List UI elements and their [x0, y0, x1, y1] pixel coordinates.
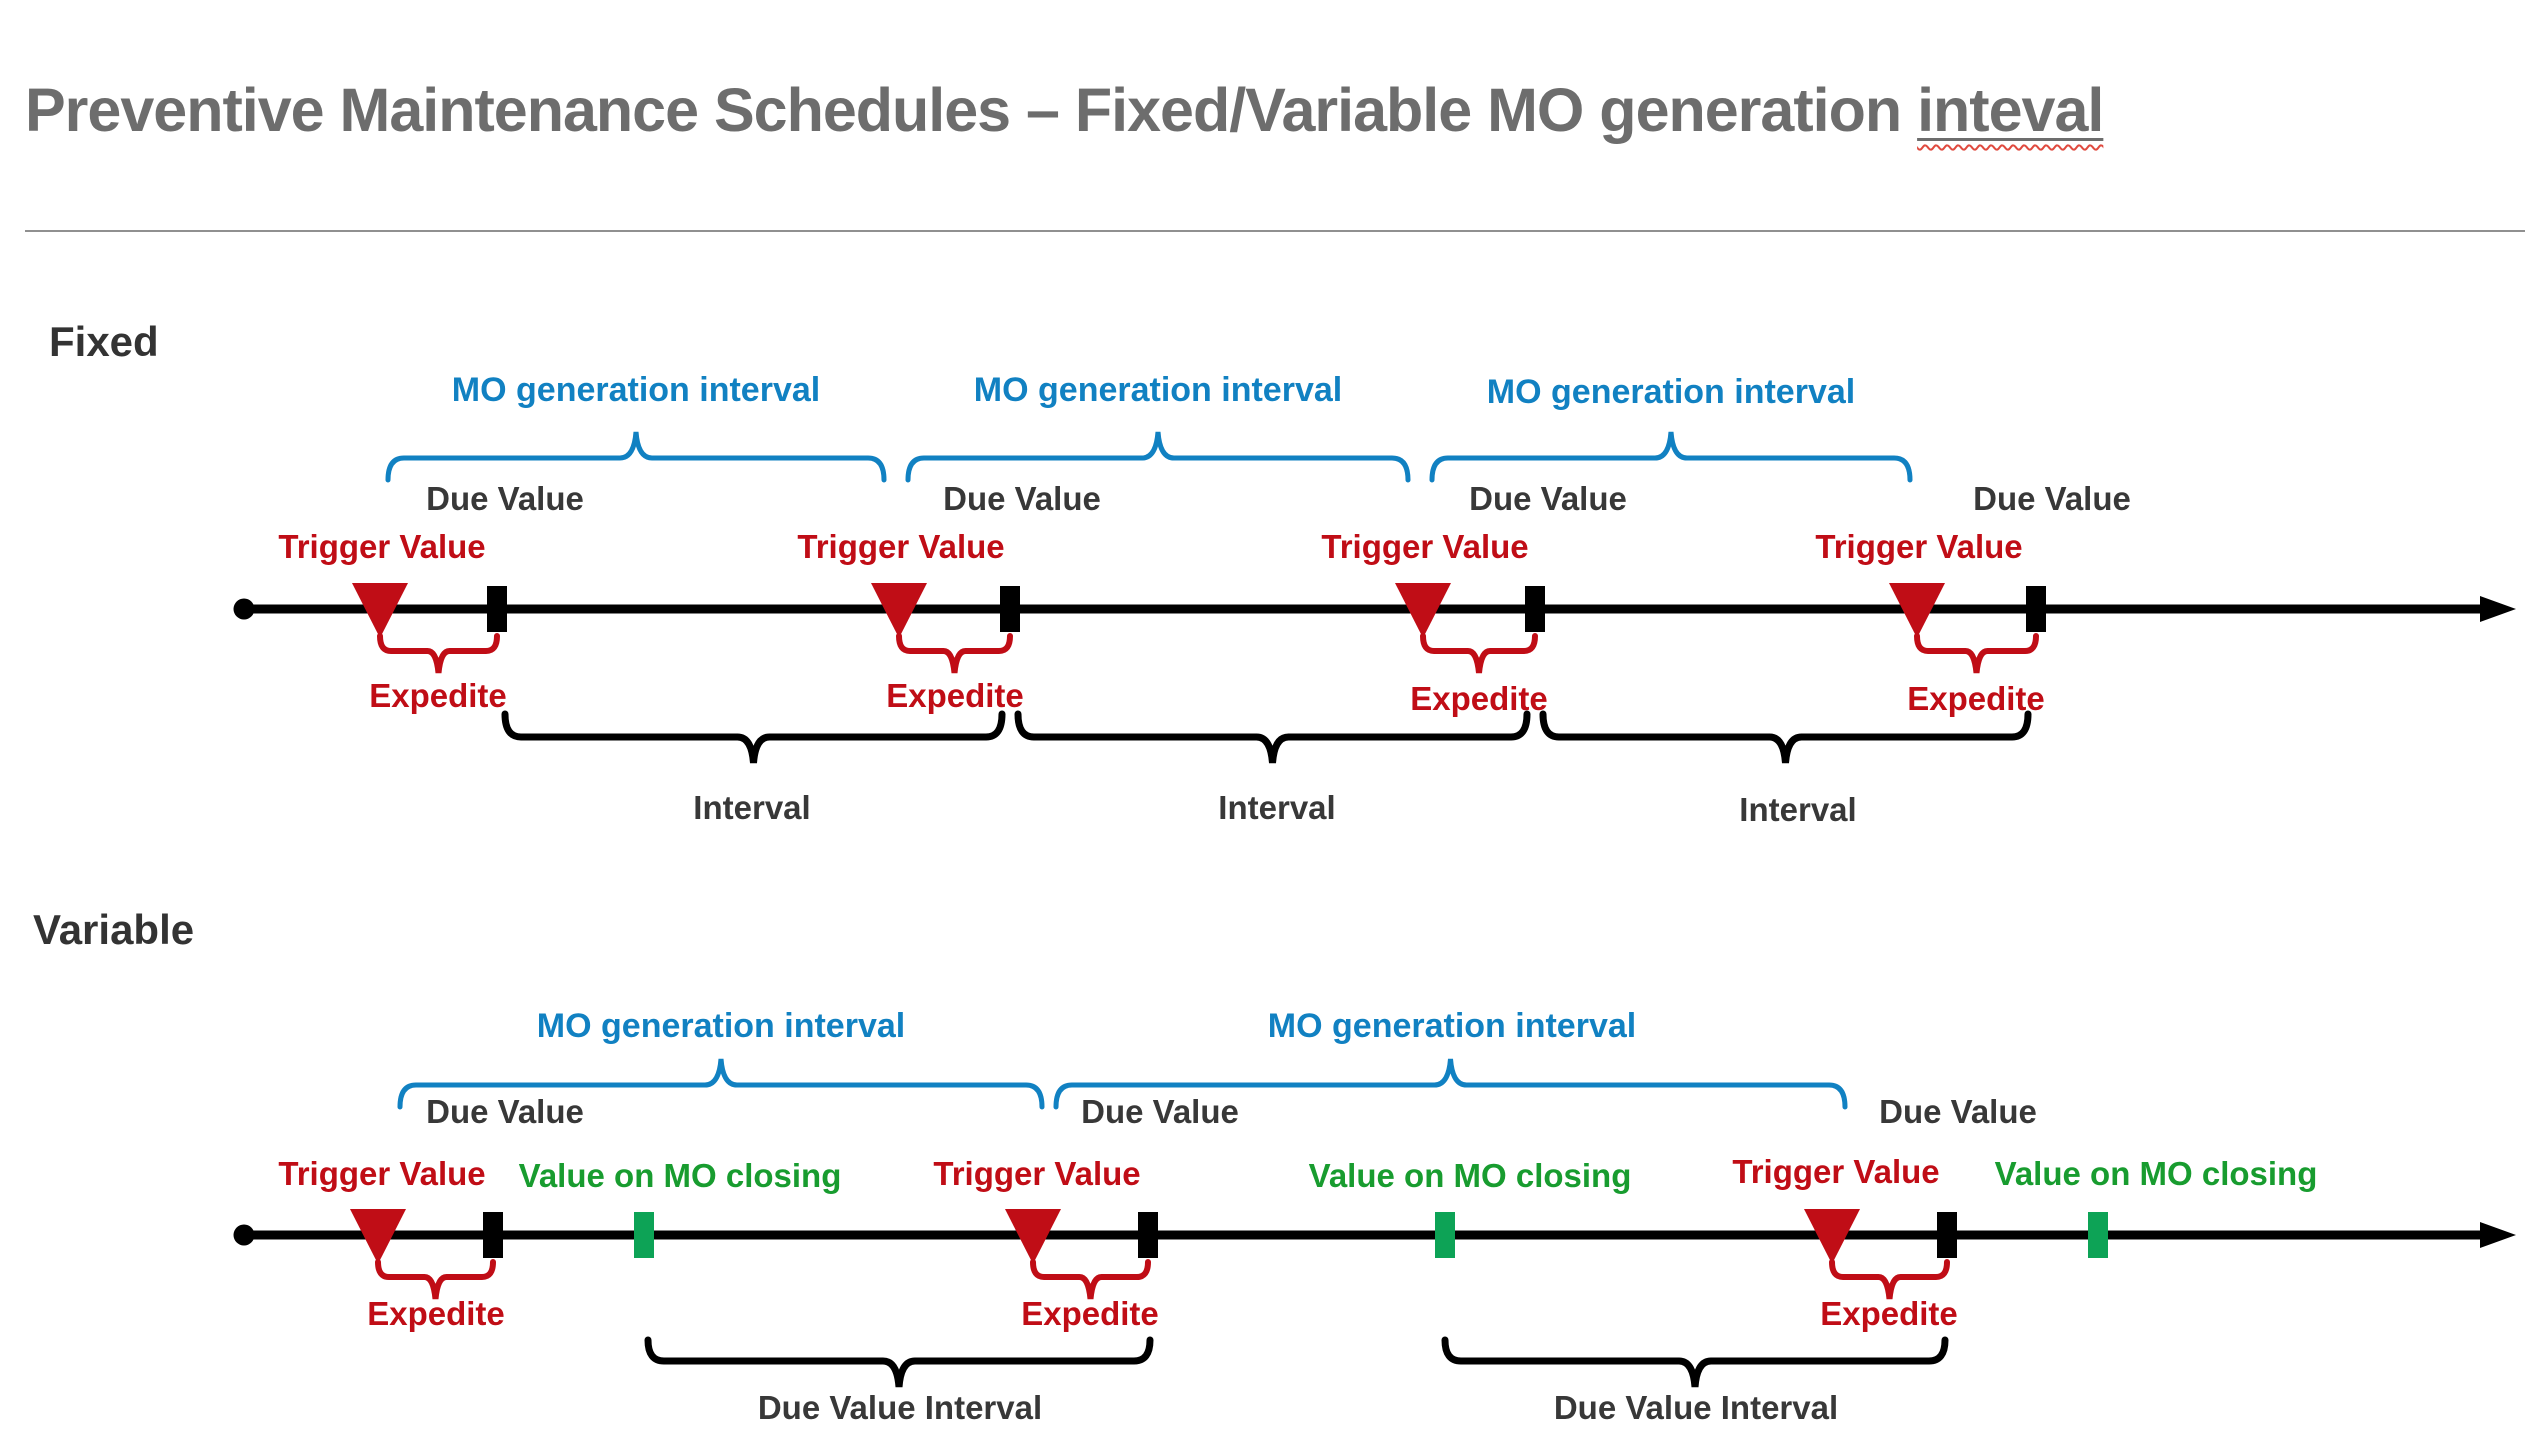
trigger-marker: [1889, 583, 1945, 638]
section-label-variable: Variable: [33, 906, 195, 953]
mo-generation-interval-brace: [1053, 1058, 1848, 1110]
mo-generation-interval-brace: [397, 1058, 1045, 1110]
due-value-label: Due Value: [1973, 480, 2131, 517]
expedite-label: Expedite: [1021, 1295, 1159, 1332]
due-value-marker: [1138, 1212, 1158, 1258]
due-value-marker: [1937, 1212, 1957, 1258]
title-misspelled-underline: inteval: [1917, 76, 2104, 144]
title-divider: [25, 230, 2525, 232]
mo-generation-interval-brace: [385, 431, 887, 483]
trigger-value-label: Trigger Value: [1815, 528, 2023, 565]
mo-closing-marker: [634, 1212, 654, 1258]
trigger-value-label: Trigger Value: [278, 528, 486, 565]
interval-label: Interval: [1739, 791, 1857, 828]
mo-generation-interval-label: MO generation interval: [536, 1007, 906, 1045]
expedite-label: Expedite: [1820, 1295, 1958, 1332]
slide-title: Preventive Maintenance Schedules – Fixed…: [25, 75, 2104, 145]
due-value-label: Due Value: [426, 1093, 584, 1130]
value-on-mo-closing-label: Value on MO closing: [518, 1157, 842, 1194]
timeline-arrowhead: [2480, 1222, 2516, 1248]
due-value-label: Due Value: [1469, 480, 1627, 517]
expedite-label: Expedite: [367, 1295, 505, 1332]
interval-label: Interval: [693, 789, 811, 826]
section-label-fixed: Fixed: [49, 318, 159, 365]
trigger-marker: [871, 583, 927, 638]
trigger-value-label: Trigger Value: [933, 1155, 1141, 1192]
trigger-marker: [1804, 1209, 1860, 1264]
expedite-brace: [1420, 633, 1538, 674]
trigger-value-label: Trigger Value: [1732, 1153, 1940, 1190]
interval-label: Interval: [1218, 789, 1336, 826]
expedite-brace: [1030, 1259, 1151, 1300]
timeline-arrowhead: [2480, 596, 2516, 622]
interval-brace: [1539, 710, 2032, 764]
due-value-interval-brace: [1441, 1336, 1949, 1388]
expedite-label: Expedite: [886, 677, 1024, 714]
mo-generation-interval-label: MO generation interval: [451, 371, 821, 409]
expedite-brace: [896, 633, 1013, 674]
due-value-interval-brace: [644, 1336, 1154, 1388]
expedite-brace: [375, 1259, 496, 1300]
due-value-label: Due Value: [943, 480, 1101, 517]
trigger-value-label: Trigger Value: [797, 528, 1005, 565]
due-value-marker: [1000, 586, 1020, 632]
due-value-marker: [1525, 586, 1545, 632]
due-value-marker: [483, 1212, 503, 1258]
expedite-label: Expedite: [369, 677, 507, 714]
trigger-marker: [1395, 583, 1451, 638]
timeline-start-dot: [233, 598, 255, 620]
mo-closing-marker: [2088, 1212, 2108, 1258]
expedite-label: Expedite: [1410, 680, 1548, 717]
expedite-brace: [377, 633, 500, 674]
expedite-brace: [1914, 633, 2039, 674]
timeline-start-dot: [233, 1224, 255, 1246]
value-on-mo-closing-label: Value on MO closing: [1308, 1157, 1632, 1194]
trigger-value-label: Trigger Value: [1321, 528, 1529, 565]
mo-generation-interval-label: MO generation interval: [1486, 373, 1856, 411]
title-text: Preventive Maintenance Schedules – Fixed…: [25, 76, 1918, 144]
trigger-marker: [350, 1209, 406, 1264]
due-value-label: Due Value: [426, 480, 584, 517]
trigger-marker: [352, 583, 408, 638]
due-value-interval-label: Due Value Interval: [757, 1389, 1043, 1426]
value-on-mo-closing-label: Value on MO closing: [1994, 1155, 2318, 1192]
mo-generation-interval-label: MO generation interval: [973, 371, 1343, 409]
mo-generation-interval-brace: [905, 431, 1411, 483]
due-value-marker: [2026, 586, 2046, 632]
interval-brace: [501, 710, 1006, 764]
trigger-value-label: Trigger Value: [278, 1155, 486, 1192]
mo-closing-marker: [1435, 1212, 1455, 1258]
due-value-label: Due Value: [1081, 1093, 1239, 1130]
mo-generation-interval-label: MO generation interval: [1267, 1007, 1637, 1045]
expedite-label: Expedite: [1907, 680, 2045, 717]
title-misspelled-word: inteval: [1917, 76, 2104, 144]
expedite-brace: [1829, 1259, 1950, 1300]
mo-generation-interval-brace: [1429, 431, 1913, 483]
trigger-marker: [1005, 1209, 1061, 1264]
due-value-label: Due Value: [1879, 1093, 2037, 1130]
due-value-marker: [487, 586, 507, 632]
due-value-interval-label: Due Value Interval: [1553, 1389, 1839, 1426]
interval-brace: [1014, 710, 1531, 764]
